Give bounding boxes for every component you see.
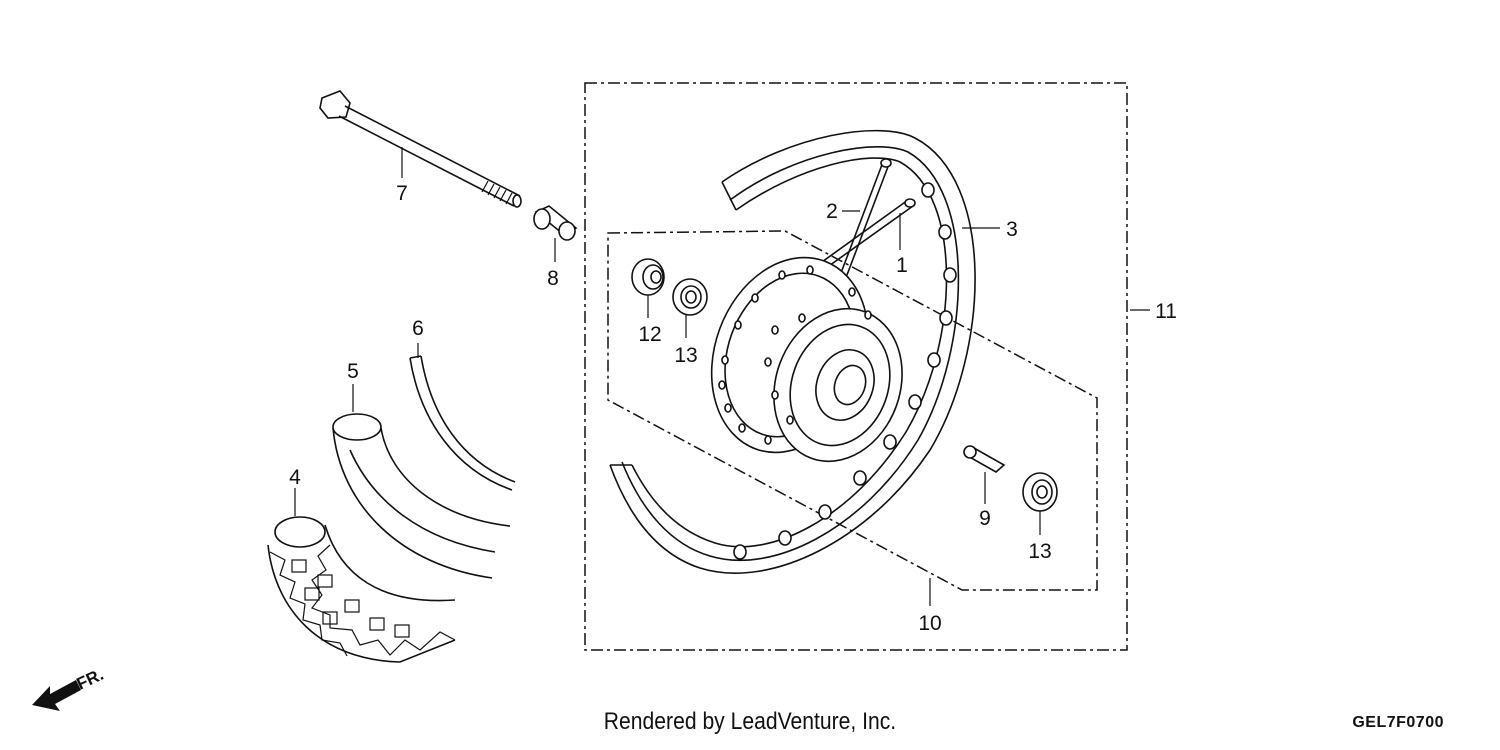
wheel-hub: [710, 256, 903, 463]
callout-8: 8: [547, 267, 559, 290]
right-bearing: [1022, 472, 1058, 512]
render-credit: Rendered by LeadVenture, Inc.: [603, 708, 897, 735]
distance-collar: [963, 445, 1006, 473]
wheel-assembly-box: [584, 82, 1128, 651]
diagram-code: GEL7F0700: [1352, 714, 1444, 731]
front-direction-arrow-icon: [32, 680, 81, 711]
axle-bolt: [319, 90, 522, 208]
inner-tube: [332, 413, 511, 579]
callout-2: 2: [826, 200, 838, 223]
wheel-rim: [609, 129, 976, 574]
axle-collar: [533, 205, 578, 241]
callout-1: 1: [896, 254, 908, 277]
callout-6: 6: [412, 317, 424, 340]
callout-5: 5: [347, 360, 359, 383]
rim-band: [409, 355, 516, 491]
leader-lines: [294, 147, 1150, 606]
callout-12: 12: [638, 323, 661, 346]
hub-assembly-box: [607, 230, 1098, 591]
callout-11: 11: [1155, 300, 1177, 323]
callout-7: 7: [396, 182, 408, 205]
callout-10: 10: [918, 612, 941, 635]
tire: [267, 516, 456, 663]
callout-9: 9: [979, 507, 991, 530]
left-bearing: [672, 278, 708, 316]
callout-3: 3: [1006, 218, 1018, 241]
callout-13-left: 13: [674, 344, 697, 367]
dust-seal: [631, 258, 665, 296]
callout-13-right: 13: [1028, 540, 1051, 563]
callout-4: 4: [289, 466, 301, 489]
